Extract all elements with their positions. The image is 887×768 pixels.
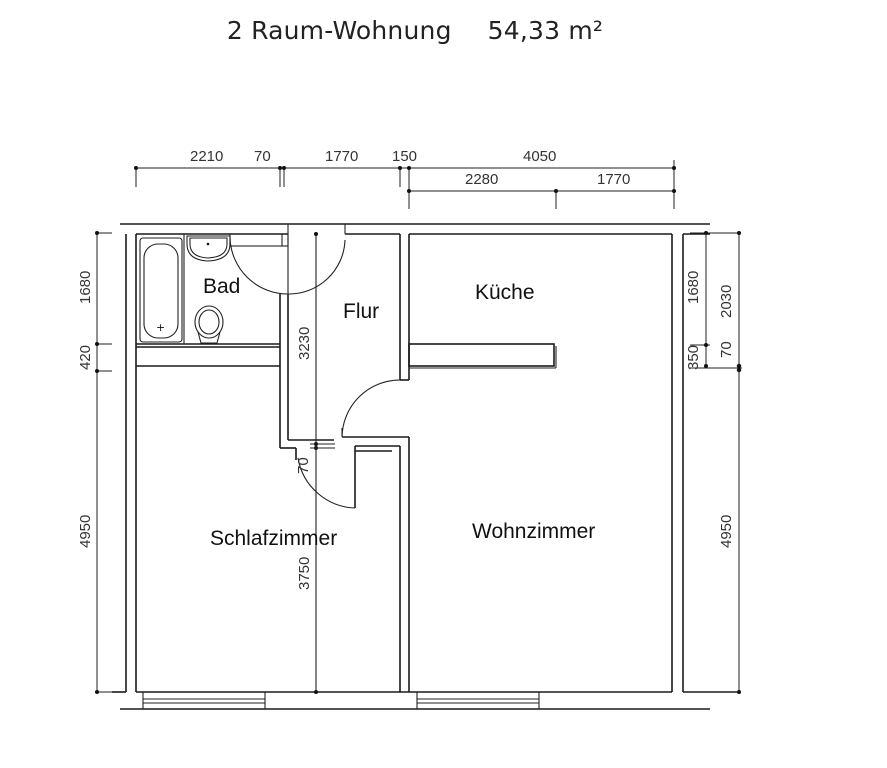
- room-label-schlafzimmer: Schlafzimmer: [210, 527, 337, 550]
- door-schlafzimmer[interactable]: [297, 457, 356, 509]
- svg-text:+: +: [156, 321, 165, 334]
- room-label-flur: Flur: [343, 300, 379, 323]
- room-label-kueche: Küche: [475, 281, 535, 304]
- door-bad[interactable]: [229, 224, 346, 295]
- dim-top-150: 150: [392, 148, 417, 165]
- window-schlafzimmer: [142, 691, 266, 710]
- dim-top-70: 70: [254, 148, 271, 165]
- dim-left-420: 420: [77, 345, 94, 370]
- apartment-area: 54,33 m²: [487, 16, 604, 45]
- interior-walls: [136, 232, 557, 694]
- dim-left-1680: 1680: [77, 271, 94, 304]
- plan-title: 2 Raum-Wohnung 54,33 m²: [0, 16, 830, 45]
- dim-flur-3230: 3230: [296, 327, 313, 360]
- door-wohnzimmer[interactable]: [341, 379, 401, 438]
- left-dimension-chain: 1680 420 4950: [77, 231, 112, 694]
- apartment-name: 2 Raum-Wohnung: [226, 16, 452, 45]
- room-label-wohnzimmer: Wohnzimmer: [472, 520, 595, 543]
- dim-top-4050: 4050: [523, 148, 556, 165]
- dim-top-1770b: 1770: [597, 171, 630, 188]
- top-dimension-chain: 2210 70 1770 150 4050 2280 1770: [134, 148, 676, 209]
- dim-right-2030: 2030: [718, 285, 735, 318]
- dim-flur-3750: 3750: [296, 557, 313, 590]
- dim-flur-70: 70: [295, 457, 312, 474]
- dim-right-350: 350: [685, 345, 702, 370]
- room-label-bad: Bad: [203, 275, 240, 298]
- toilet-icon: [194, 305, 224, 344]
- dim-top-2280: 2280: [465, 171, 498, 188]
- dim-top-2210: 2210: [190, 148, 223, 165]
- dim-left-4950: 4950: [77, 515, 94, 548]
- dim-right-70: 70: [718, 341, 735, 358]
- dim-right-1680: 1680: [685, 271, 702, 304]
- dim-right-4950: 4950: [718, 515, 735, 548]
- bathtub-icon: +: [139, 237, 183, 343]
- dim-top-1770: 1770: [325, 148, 358, 165]
- window-wohnzimmer: [416, 691, 540, 710]
- washbasin-icon: [186, 235, 231, 262]
- right-dimension-chain: 1680 350 2030 70 4950: [685, 231, 742, 694]
